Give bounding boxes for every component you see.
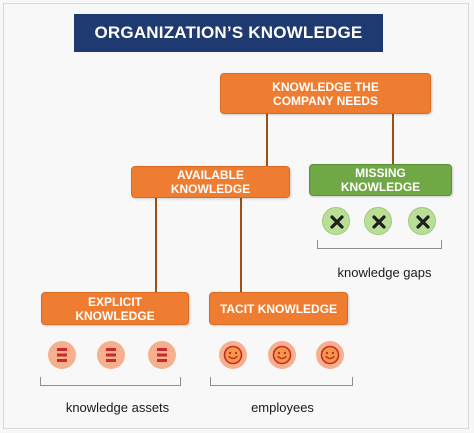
connector-root-to-available [266,113,268,168]
smiley-face-icon [316,341,344,369]
assets-bracket [40,377,181,386]
caption-employees: employees [251,400,314,415]
node-available-knowledge: AVAILABLE KNOWLEDGE [131,166,290,198]
document-icon [97,341,125,369]
document-icon [48,341,76,369]
node-explicit-knowledge: EXPLICIT KNOWLEDGE [41,292,189,325]
document-icon [148,341,176,369]
gaps-bracket [317,240,442,249]
node-knowledge-company-needs: KNOWLEDGE THE COMPANY NEEDS [220,73,431,114]
node-missing-knowledge: MISSING KNOWLEDGE [309,164,452,196]
diagram-title: ORGANIZATION’S KNOWLEDGE [74,14,383,52]
smiley-face-icon [219,341,247,369]
smiley-face-icon [268,341,296,369]
x-mark-icon [408,207,436,235]
node-tacit-knowledge: TACIT KNOWLEDGE [209,292,348,325]
caption-knowledge-assets: knowledge assets [65,400,170,415]
connector-root-to-missing [392,113,394,165]
connector-available-to-tacit [240,197,242,293]
x-mark-icon [322,207,350,235]
connector-available-to-explicit [155,197,157,293]
employees-bracket [210,377,353,386]
x-mark-icon [364,207,392,235]
caption-knowledge-gaps: knowledge gaps [337,265,432,280]
